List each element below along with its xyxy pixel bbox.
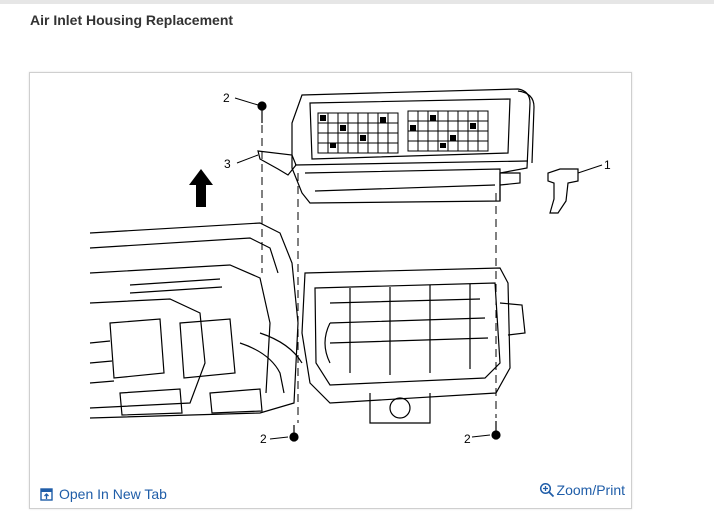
callout-3: 3: [224, 157, 231, 171]
callout-2-top: 2: [223, 91, 230, 105]
hvac-module-lower: [301, 267, 526, 424]
open-in-new-tab-link[interactable]: Open In New Tab: [40, 486, 167, 502]
screw-bottom-right: [491, 421, 501, 440]
zoom-print-link[interactable]: Zoom/Print: [539, 482, 625, 498]
callout-2-right: 2: [464, 432, 471, 446]
bracket-part-1: [547, 168, 579, 214]
figure-panel: 2 3 1 2 2 Open In New Tab Zoom/Print: [29, 72, 632, 509]
air-inlet-housing-diagram[interactable]: 2 3 1 2 2: [30, 73, 631, 478]
open-in-new-tab-icon: [40, 487, 53, 501]
alignment-lines: [261, 125, 497, 423]
magnifier-plus-icon: [539, 482, 554, 498]
callout-2-left: 2: [260, 432, 267, 446]
callout-1: 1: [604, 158, 611, 172]
leader-lines: [234, 97, 603, 440]
air-inlet-housing-upper: [291, 88, 535, 204]
open-in-new-tab-label: Open In New Tab: [59, 486, 167, 502]
zoom-print-label: Zoom/Print: [556, 482, 625, 498]
screw-bottom-left: [289, 425, 299, 442]
figure-footer: Open In New Tab Zoom/Print: [30, 478, 631, 508]
seal-part-3: [257, 150, 297, 176]
page-title: Air Inlet Housing Replacement: [30, 12, 234, 28]
up-arrow: [189, 169, 213, 207]
instrument-panel-carrier: [89, 222, 303, 419]
screw-top: [257, 101, 267, 123]
top-divider: [0, 0, 714, 4]
